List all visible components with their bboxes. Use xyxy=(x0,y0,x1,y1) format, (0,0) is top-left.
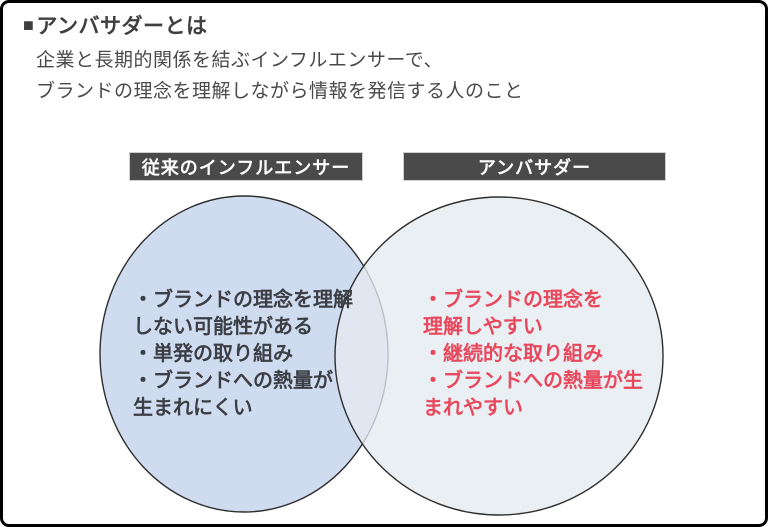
right-point-line-3: ・継続的な取り組み xyxy=(423,343,603,365)
right-point-line-5: まれやすい xyxy=(423,397,523,419)
left-point-line-2: しない可能性がある xyxy=(133,316,313,338)
right-point-line-4: ・ブランドへの熱量が生 xyxy=(423,370,643,392)
left-point-line-3: ・単発の取り組み xyxy=(133,343,293,365)
left-point-line-4: ・ブランドへの熱量が xyxy=(133,370,333,392)
venn-diagram xyxy=(99,195,664,516)
left-point-line-1: ・ブランドの理念を理解 xyxy=(133,289,353,311)
venn-circle-ambassador xyxy=(334,196,664,516)
right-point-line-1: ・ブランドの理念を xyxy=(423,289,603,311)
square-bullet-icon: ■ xyxy=(23,15,35,35)
subtitle-line-1: 企業と長期的関係を結ぶインフルエンサーで、 xyxy=(36,50,444,71)
left-point-line-5: 生まれにくい xyxy=(133,397,253,419)
page-subtitle: 企業と長期的関係を結ぶインフルエンサーで、 ブランドの理念を理解しながら情報を発… xyxy=(36,45,524,107)
traditional-influencer-points: ・ブランドの理念を理解 しない可能性がある ・単発の取り組み ・ブランドへの熱量… xyxy=(133,287,353,422)
label-bar-ambassador: アンバサダー xyxy=(403,152,666,181)
page-title: ■ アンバサダーとは xyxy=(23,10,208,40)
ambassador-points: ・ブランドの理念を 理解しやすい ・継続的な取り組み ・ブランドへの熱量が生 ま… xyxy=(423,287,643,422)
right-point-line-2: 理解しやすい xyxy=(423,316,543,338)
page-title-text: アンバサダーとは xyxy=(36,15,208,38)
label-bar-traditional-influencer: 従来のインフルエンサー xyxy=(129,152,363,181)
subtitle-line-2: ブランドの理念を理解しながら情報を発信する人のこと xyxy=(36,81,524,102)
